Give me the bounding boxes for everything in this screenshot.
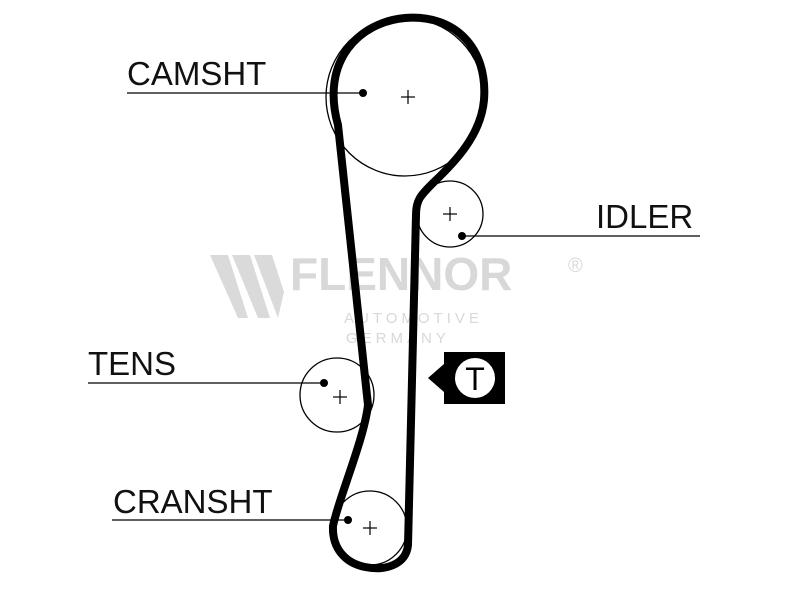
tensioner-pulley [299,357,375,433]
camshaft-leader-dot [359,89,367,97]
watermark: FLENNOR ® AUTOMOTIVE GERMANY [210,248,583,347]
tensioner-center-cross [333,390,347,404]
tension-badge-circle [455,358,495,398]
watermark-brand: FLENNOR [290,248,512,300]
tensioner-label: TENS [88,345,176,382]
idler-leader-dot [458,232,466,240]
watermark-subline-2: GERMANY [346,330,450,347]
watermark-registered: ® [568,255,583,277]
tension-badge: T [428,352,505,404]
crankshaft-leader-dot [344,516,352,524]
tensioner-leader-dot [320,379,328,387]
camshaft-center-cross [401,90,415,104]
crankshaft-label: CRANSHT [113,483,273,520]
idler-label: IDLER [596,198,693,235]
camshaft-label: CAMSHT [127,55,266,92]
tension-badge-letter: T [465,361,485,397]
watermark-logo [210,255,284,318]
idler-center-cross [443,207,457,221]
crankshaft-center-cross [363,521,377,535]
timing-belt [328,13,489,573]
